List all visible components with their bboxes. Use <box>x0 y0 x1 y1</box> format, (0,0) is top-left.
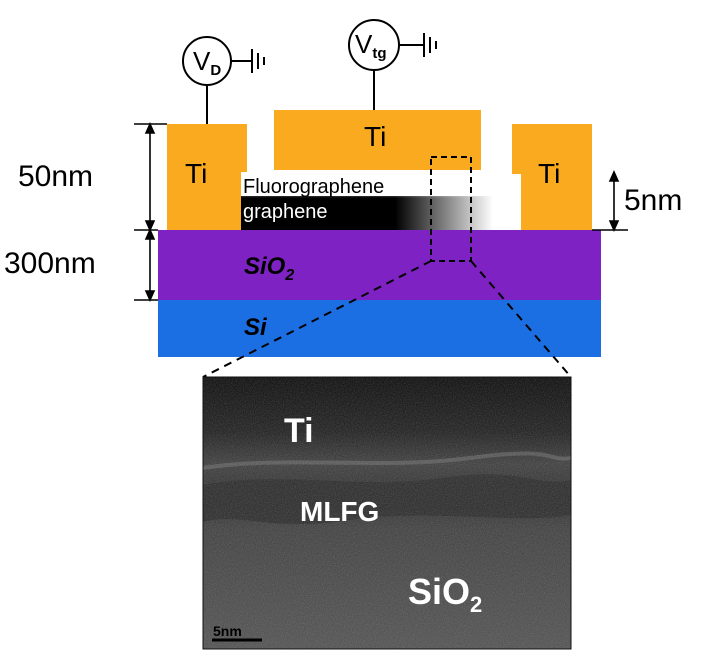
oxide-thickness-label: 300nm <box>4 247 96 280</box>
graphene-label: graphene <box>243 201 328 223</box>
top-gate-ti-electrode <box>274 110 481 170</box>
right-ti-electrode <box>512 124 592 230</box>
top-gate-ground-icon <box>399 33 437 57</box>
fluorographene-thickness-arrow <box>592 170 628 232</box>
silicon-substrate-label: Si <box>244 314 268 341</box>
zoom-line-left <box>202 260 432 378</box>
zoom-line-right <box>470 260 572 378</box>
silicon-dioxide-layer <box>158 230 601 300</box>
drain-voltage-label: VD <box>193 46 221 79</box>
fluorographene-gradient <box>241 188 521 198</box>
left-ti-electrode <box>167 124 247 230</box>
silicon-dioxide-label: SiO2 <box>244 253 294 284</box>
fluorographene-label: Fluorographene <box>243 176 384 198</box>
right-ti-label: Ti <box>538 158 560 189</box>
top-gate-ti-label: Ti <box>364 121 386 152</box>
electrode-thickness-arrow <box>134 122 167 232</box>
left-ti-label: Ti <box>185 158 207 189</box>
graphene-layer <box>241 196 521 230</box>
tem-scale-bar-label: 5nm <box>213 623 242 639</box>
fluorographene-thickness-label: 5nm <box>624 184 682 217</box>
electrode-thickness-label: 50nm <box>18 160 93 193</box>
oxide-thickness-arrow <box>134 228 158 302</box>
tem-mlfg-label: MLFG <box>300 496 379 527</box>
zoom-region-box <box>430 156 472 262</box>
top-gate-voltage-label: Vtg <box>355 29 387 62</box>
tem-image-border <box>202 376 572 650</box>
tem-sio2-label: SiO2 <box>408 571 482 617</box>
silicon-substrate <box>158 300 601 357</box>
drain-ground-icon <box>231 49 265 73</box>
tem-ti-label: Ti <box>284 412 314 450</box>
tem-cross-section-image <box>203 377 571 649</box>
